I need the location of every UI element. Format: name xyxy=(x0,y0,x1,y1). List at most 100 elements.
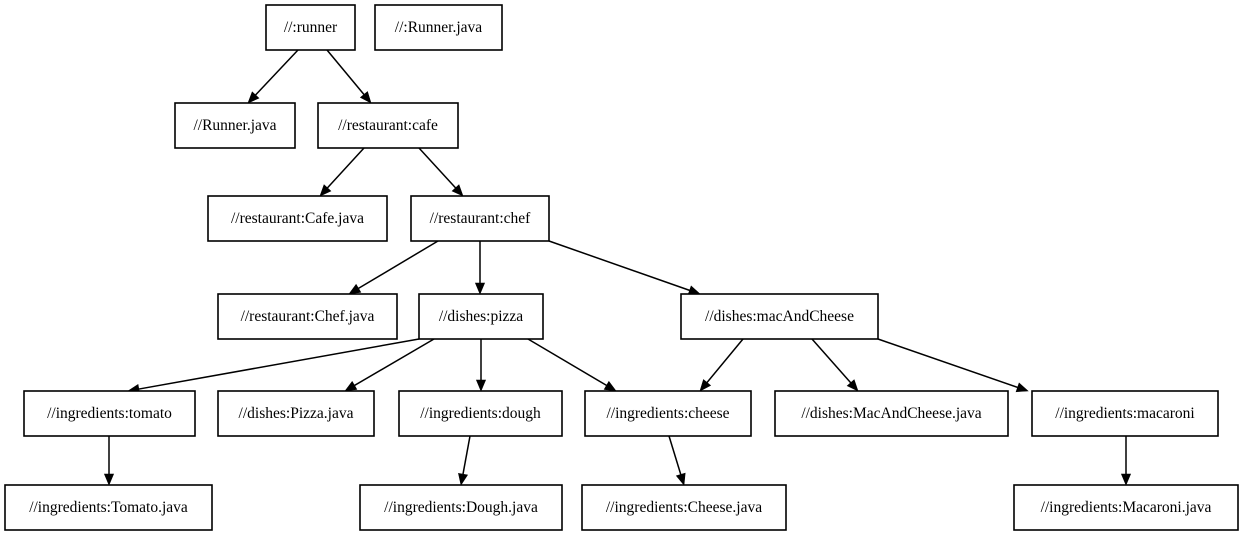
node-label: //:Runner.java xyxy=(395,19,483,36)
graph-node[interactable]: //restaurant:Cafe.java xyxy=(207,195,388,242)
edge-arrowhead-icon xyxy=(103,473,115,486)
graph-edge xyxy=(527,338,617,392)
edge-arrowhead-icon xyxy=(458,472,469,486)
node-box[interactable] xyxy=(1013,484,1239,531)
edge-arrowhead-icon xyxy=(475,379,487,392)
graph-node[interactable]: //dishes:MacAndCheese.java xyxy=(774,390,1009,437)
graph-node[interactable]: //ingredients:Tomato.java xyxy=(4,484,213,531)
edge-line xyxy=(811,338,852,384)
node-label: //dishes:pizza xyxy=(439,308,523,325)
graph-edge xyxy=(668,435,686,486)
graph-edge xyxy=(877,338,1029,393)
edge-line xyxy=(668,435,682,475)
edge-arrowhead-icon xyxy=(344,380,358,392)
node-label: //ingredients:Tomato.java xyxy=(29,499,188,516)
node-box[interactable] xyxy=(584,390,752,437)
edge-line xyxy=(138,338,420,390)
edge-line xyxy=(548,240,690,292)
graph-edge xyxy=(418,147,464,197)
graph-edge xyxy=(699,338,744,392)
graph-edge xyxy=(319,147,365,197)
edge-arrowhead-icon xyxy=(451,184,464,197)
edge-line xyxy=(326,147,365,189)
node-box[interactable] xyxy=(774,390,1009,437)
graph-node[interactable]: //ingredients:cheese xyxy=(584,390,752,437)
node-box[interactable] xyxy=(359,484,563,531)
node-box[interactable] xyxy=(207,195,388,242)
node-box[interactable] xyxy=(23,390,196,437)
edge-line xyxy=(255,49,299,96)
edge-arrowhead-icon xyxy=(846,379,859,392)
edge-line xyxy=(462,435,471,475)
graph-edge xyxy=(458,435,471,486)
node-label: //ingredients:dough xyxy=(420,405,541,422)
node-label: //ingredients:cheese xyxy=(606,405,729,422)
node-box[interactable] xyxy=(581,484,787,531)
graph-node[interactable]: //:Runner.java xyxy=(374,4,503,51)
graph-node[interactable]: //ingredients:macaroni xyxy=(1031,390,1219,437)
edge-line xyxy=(358,240,439,290)
nodes-layer: //:runner //:Runner.java //Runner.java //re… xyxy=(4,4,1239,531)
edge-arrowhead-icon xyxy=(319,184,332,197)
graph-node[interactable]: //restaurant:chef xyxy=(410,195,550,242)
node-box[interactable] xyxy=(217,390,375,437)
graph-edge xyxy=(475,339,487,392)
edge-arrowhead-icon xyxy=(1120,473,1132,486)
node-label: //ingredients:Macaroni.java xyxy=(1041,499,1212,516)
graph-edge xyxy=(811,338,859,392)
graph-edge xyxy=(127,338,420,394)
node-box[interactable] xyxy=(680,293,879,340)
node-box[interactable] xyxy=(4,484,213,531)
node-box[interactable] xyxy=(374,4,503,51)
graph-node[interactable]: //dishes:macAndCheese xyxy=(680,293,879,340)
node-box[interactable] xyxy=(418,293,544,340)
graph-node[interactable]: //ingredients:dough xyxy=(398,390,563,437)
graph-node[interactable]: //dishes:pizza xyxy=(418,293,544,340)
node-label: //ingredients:Dough.java xyxy=(384,499,538,516)
node-box[interactable] xyxy=(217,293,398,340)
graph-edge xyxy=(348,240,439,295)
graph-node[interactable]: //ingredients:tomato xyxy=(23,390,196,437)
graph-node[interactable]: //Runner.java xyxy=(174,102,296,149)
graph-node[interactable]: //:runner xyxy=(265,4,356,51)
graph-node[interactable]: //restaurant:cafe xyxy=(317,102,459,149)
node-label: //ingredients:macaroni xyxy=(1055,405,1195,422)
node-label: //restaurant:cafe xyxy=(338,117,438,134)
edge-line xyxy=(706,338,744,384)
node-label: //ingredients:Cheese.java xyxy=(606,499,762,516)
edge-arrowhead-icon xyxy=(474,282,486,295)
graph-node[interactable]: //ingredients:Macaroni.java xyxy=(1013,484,1239,531)
edge-arrowhead-icon xyxy=(247,91,260,104)
edge-line xyxy=(527,338,607,387)
edge-arrowhead-icon xyxy=(359,91,372,104)
node-box[interactable] xyxy=(1031,390,1219,437)
graph-node[interactable]: //dishes:Pizza.java xyxy=(217,390,375,437)
edge-arrowhead-icon xyxy=(1015,382,1029,393)
graph-edge xyxy=(548,240,701,296)
node-box[interactable] xyxy=(174,102,296,149)
graph-edge xyxy=(1120,436,1132,486)
edge-line xyxy=(326,49,365,96)
node-box[interactable] xyxy=(265,4,356,51)
edge-arrowhead-icon xyxy=(699,379,712,392)
node-box[interactable] xyxy=(398,390,563,437)
graph-node[interactable]: //ingredients:Dough.java xyxy=(359,484,563,531)
edge-arrowhead-icon xyxy=(348,283,362,295)
node-label: //:runner xyxy=(284,19,338,36)
node-box[interactable] xyxy=(317,102,459,149)
graph-edge xyxy=(326,49,372,104)
graph-node[interactable]: //ingredients:Cheese.java xyxy=(581,484,787,531)
node-label: //dishes:macAndCheese xyxy=(705,308,854,325)
node-box[interactable] xyxy=(410,195,550,242)
graph-edge xyxy=(103,436,115,486)
edge-arrowhead-icon xyxy=(603,380,617,392)
edge-line xyxy=(418,147,457,189)
edges-layer xyxy=(103,49,1132,486)
graph-node[interactable]: //restaurant:Chef.java xyxy=(217,293,398,340)
node-label: //dishes:Pizza.java xyxy=(239,405,354,422)
node-label: //restaurant:Chef.java xyxy=(241,308,375,325)
node-label: //ingredients:tomato xyxy=(47,405,172,422)
node-label: //restaurant:Cafe.java xyxy=(231,210,364,227)
